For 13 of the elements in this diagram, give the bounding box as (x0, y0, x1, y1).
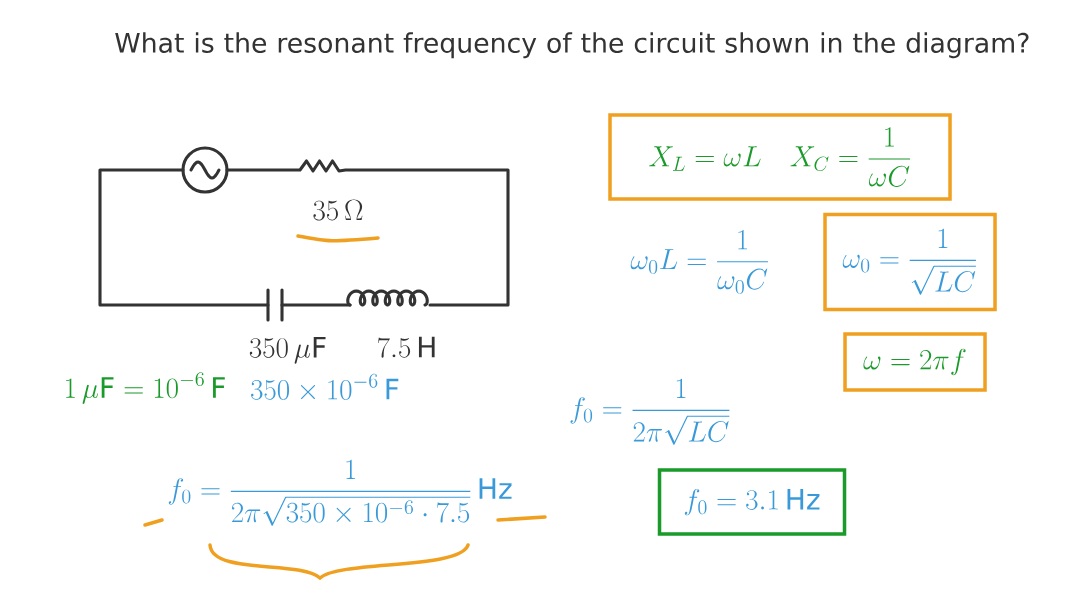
formula-text: $7.5\,\mathrm{H}$ (378, 336, 435, 358)
formula-box: $f_0=3.1\,\mathrm{Hz}$ (657, 468, 847, 536)
formula-text: $350\,\mu\mathrm{F}$ (249, 336, 326, 364)
formula-text: $\omega_0 L=\frac{1}{\omega_0 C}$ (630, 230, 768, 294)
formula-box: $X_L=\omega L$ $X_C=\frac{1}{\omega C}$ (608, 113, 952, 201)
formula-text: $f_0=\frac{1}{2\pi\sqrt{350\times10^{-6}\cdot 7.5}}\,\mathrm{Hz}$ (168, 459, 512, 526)
formula-text: $1\,\mu\mathrm{F}=10^{-6}\,\mathrm{F}$ (66, 372, 225, 404)
formula-text: $350\times10^{-6}\,\mathrm{F}$ (251, 373, 399, 400)
formula-text: $f_0=\frac{1}{2\pi\sqrt{LC}}$ (570, 378, 730, 445)
formula-text: $35\,\Omega$ (313, 199, 363, 221)
question-text: What is the resonant frequency of the circuit shown in the diagram? (115, 32, 1029, 59)
formula-box: $\omega_0=\frac{1}{\sqrt{LC}}$ (823, 212, 997, 312)
formula-box: $\omega=2\pi f$ (843, 332, 987, 392)
